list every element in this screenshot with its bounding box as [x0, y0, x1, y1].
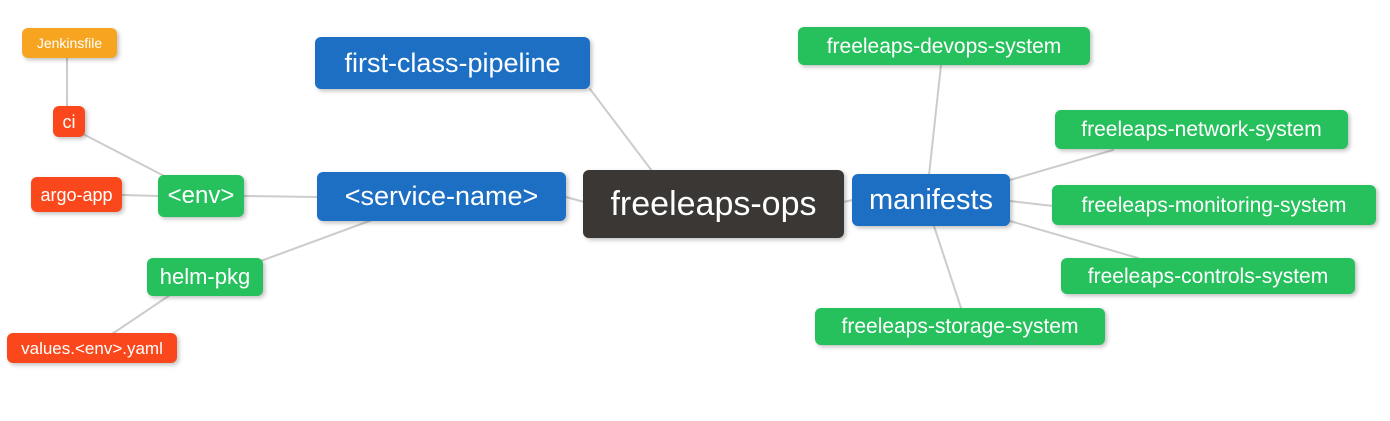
node-freeleaps-network-system[interactable]: freeleaps-network-system	[1055, 110, 1348, 149]
edge-manifests-devops	[928, 64, 942, 176]
node-first-class-pipeline[interactable]: first-class-pipeline	[315, 37, 590, 89]
edge-pipeline-freeleaps-ops	[589, 88, 653, 172]
edge-manifests-controls	[1009, 220, 1139, 259]
edge-manifests-storage	[933, 225, 962, 309]
edge-values-helm-pkg	[111, 294, 171, 335]
edge-env-service-name	[243, 195, 318, 198]
node-jenkinsfile[interactable]: Jenkinsfile	[22, 28, 117, 58]
node-ci[interactable]: ci	[53, 106, 85, 137]
node-env[interactable]: <env>	[158, 175, 244, 217]
node-argo-app[interactable]: argo-app	[31, 177, 122, 212]
node-freeleaps-controls-system[interactable]: freeleaps-controls-system	[1061, 258, 1355, 294]
node-manifests[interactable]: manifests	[852, 174, 1010, 226]
node-values-env-yaml[interactable]: values.<env>.yaml	[7, 333, 177, 363]
edge-ci-env	[82, 133, 169, 179]
node-service-name[interactable]: <service-name>	[317, 172, 566, 221]
node-freeleaps-monitoring-system[interactable]: freeleaps-monitoring-system	[1052, 185, 1376, 225]
node-freeleaps-devops-system[interactable]: freeleaps-devops-system	[798, 27, 1090, 65]
edge-argo-app-env	[121, 194, 159, 197]
edge-helm-pkg-service-name	[257, 219, 373, 263]
edge-manifests-monitoring	[1009, 200, 1054, 207]
node-freeleaps-storage-system[interactable]: freeleaps-storage-system	[815, 308, 1105, 345]
node-freeleaps-ops-root[interactable]: freeleaps-ops	[583, 170, 844, 238]
node-helm-pkg[interactable]: helm-pkg	[147, 258, 263, 296]
edge-service-name-ops	[565, 196, 585, 203]
edge-manifests-network	[1009, 149, 1114, 181]
edge-ops-manifests	[842, 199, 854, 203]
